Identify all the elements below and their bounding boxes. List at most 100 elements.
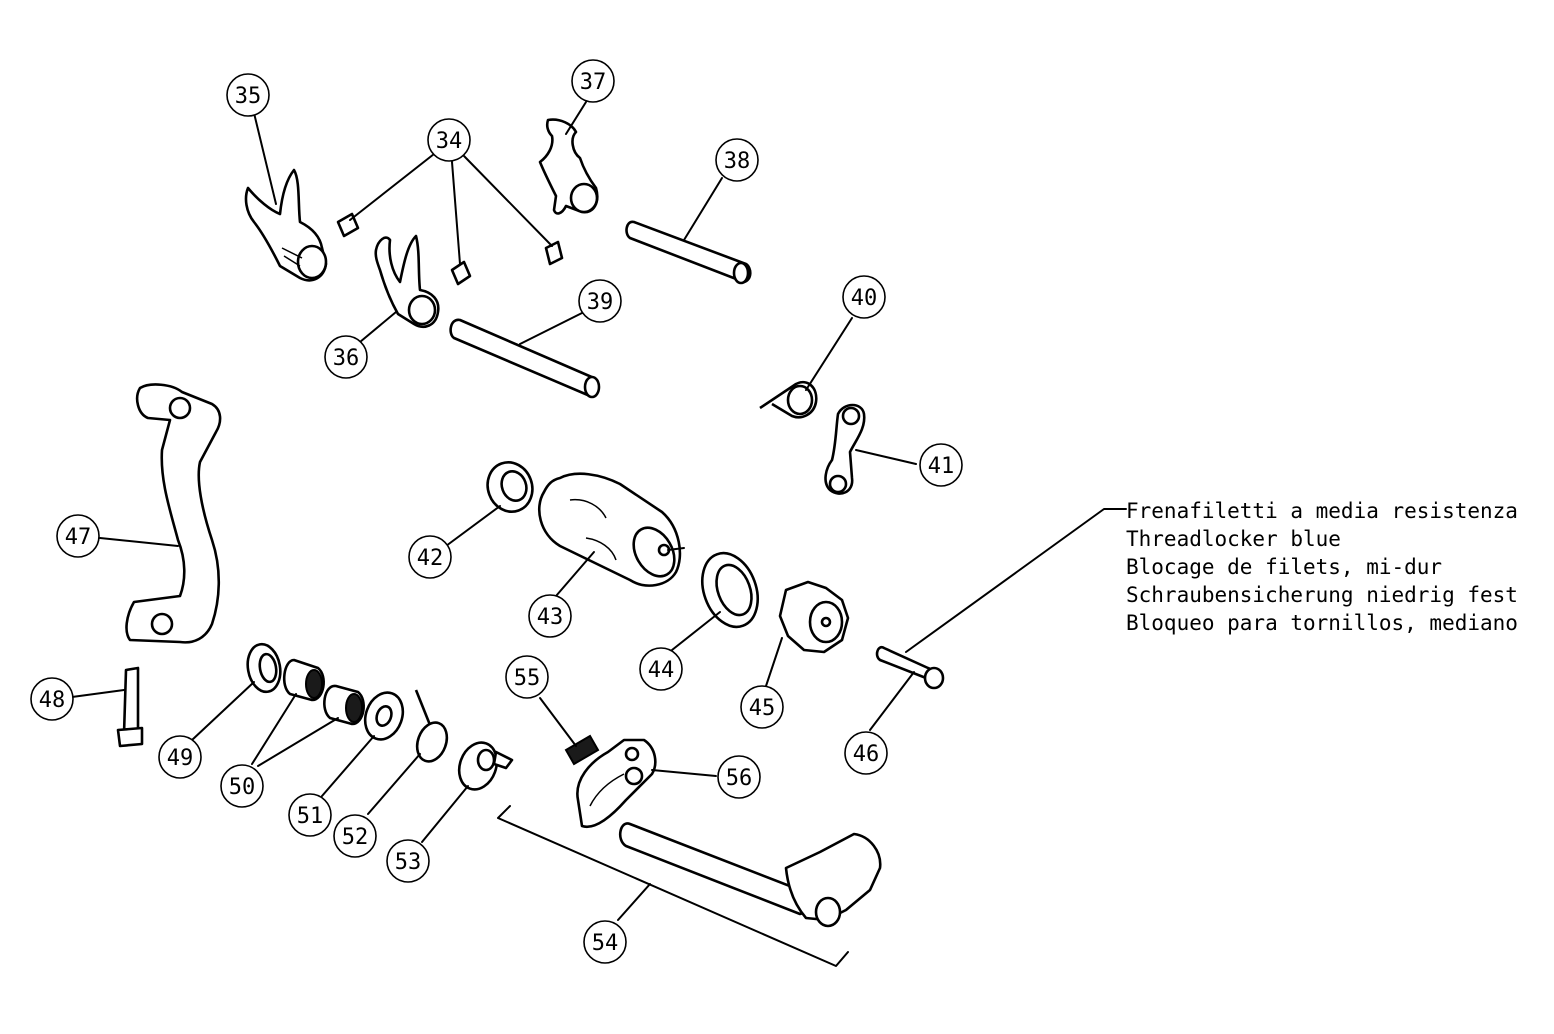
callout-44: 44: [639, 647, 683, 691]
note-line-1: Frenafiletti a media resistenza: [1126, 499, 1518, 523]
callout-circle: [919, 443, 963, 487]
callout-circle: [158, 735, 202, 779]
callout-53: 53: [386, 839, 430, 883]
callout-circle: [578, 279, 622, 323]
callout-circle: [583, 920, 627, 964]
part-37-shift-fork: [538, 118, 599, 215]
callout-38: 38: [715, 138, 759, 182]
callout-label: 46: [853, 742, 880, 767]
callout-label: 47: [65, 525, 92, 550]
callout-39: 39: [578, 279, 622, 323]
part-50-bushings: [282, 658, 365, 726]
part-38-shaft: [625, 220, 752, 285]
callout-34: 34: [427, 118, 471, 162]
callout-circle: [220, 764, 264, 808]
callout-37: 37: [571, 59, 615, 103]
callout-label: 49: [167, 746, 194, 771]
part-45-star-wheel: [778, 580, 850, 654]
callout-label: 37: [580, 70, 607, 95]
part-51-washer: [363, 691, 405, 741]
callout-circle: [717, 755, 761, 799]
callout-36: 36: [324, 335, 368, 379]
callout-label: 52: [342, 825, 369, 850]
leader-lines: [71, 101, 1127, 921]
callout-circle: [505, 655, 549, 699]
part-47-shift-lever: [125, 383, 222, 644]
callout-circle: [528, 594, 572, 638]
callout-51: 51: [288, 793, 332, 837]
callout-circle: [571, 59, 615, 103]
callout-label: 40: [851, 286, 878, 311]
callout-label: 45: [749, 696, 776, 721]
callout-circle: [324, 335, 368, 379]
note-line-2: Threadlocker blue: [1126, 527, 1341, 551]
callout-circle: [333, 814, 377, 858]
callout-46: 46: [844, 731, 888, 775]
callout-circle: [56, 514, 100, 558]
callout-label: 50: [229, 775, 256, 800]
note-line-3: Blocage de filets, mi-dur: [1126, 555, 1442, 579]
callout-circle: [408, 535, 452, 579]
part-55-spring: [564, 734, 600, 766]
callout-label: 38: [724, 149, 751, 174]
note-line-5: Bloqueo para tornillos, mediano: [1126, 611, 1518, 635]
callout-label: 54: [592, 931, 619, 956]
part-40-spring: [759, 381, 818, 419]
callout-circle: [427, 118, 471, 162]
part-43-shift-drum: [537, 472, 685, 587]
threadlocker-note: Frenafiletti a media resistenza Threadlo…: [1126, 499, 1518, 635]
part-44-bearing: [701, 551, 759, 629]
callout-label: 41: [928, 454, 955, 479]
part-56-shift-plate: [576, 738, 657, 829]
part-54-shift-shaft: [618, 822, 882, 928]
part-48-bolt: [116, 666, 144, 748]
callout-label: 36: [333, 346, 360, 371]
callout-40: 40: [842, 275, 886, 319]
callout-55: 55: [505, 655, 549, 699]
callout-47: 47: [56, 514, 100, 558]
assembly-54-bracket: [497, 805, 849, 967]
part-52-spring-clip: [414, 689, 449, 763]
callout-label: 48: [39, 688, 66, 713]
callout-label: 43: [537, 605, 564, 630]
part-46-bolt: [875, 645, 945, 690]
callout-42: 42: [408, 535, 452, 579]
callout-circle: [288, 793, 332, 837]
part-41-lever: [824, 403, 866, 495]
callout-circle: [842, 275, 886, 319]
callout-54: 54: [583, 920, 627, 964]
callout-48: 48: [30, 677, 74, 721]
callout-label: 39: [587, 290, 614, 315]
callout-circle: [639, 647, 683, 691]
callout-43: 43: [528, 594, 572, 638]
note-line-4: Schraubensicherung niedrig fest: [1126, 583, 1518, 607]
callout-50: 50: [220, 764, 264, 808]
callout-circle: [226, 73, 270, 117]
callout-52: 52: [333, 814, 377, 858]
callout-circle: [30, 677, 74, 721]
part-42-bearing: [486, 461, 534, 513]
callout-41: 41: [919, 443, 963, 487]
callout-35: 35: [226, 73, 270, 117]
part-39-shaft: [449, 318, 601, 399]
callout-label: 55: [514, 666, 541, 691]
callout-circle: [386, 839, 430, 883]
callout-56: 56: [717, 755, 761, 799]
callout-circle: [715, 138, 759, 182]
part-34-pins: [336, 212, 564, 286]
callout-bubbles: 34 35 36 37 38 39 40 41 42 43 44 45 46 47 48 49 50 51 52 53…: [30, 59, 963, 964]
part-49-seal: [246, 642, 282, 694]
callout-label: 53: [395, 850, 422, 875]
callout-label: 44: [648, 658, 675, 683]
callout-circle: [740, 685, 784, 729]
callout-label: 51: [297, 804, 324, 829]
callout-label: 42: [417, 546, 444, 571]
callout-label: 34: [436, 129, 463, 154]
callout-label: 56: [726, 766, 753, 791]
callout-45: 45: [740, 685, 784, 729]
part-36-shift-fork: [374, 234, 440, 328]
callout-circle: [844, 731, 888, 775]
callout-label: 35: [235, 84, 262, 109]
